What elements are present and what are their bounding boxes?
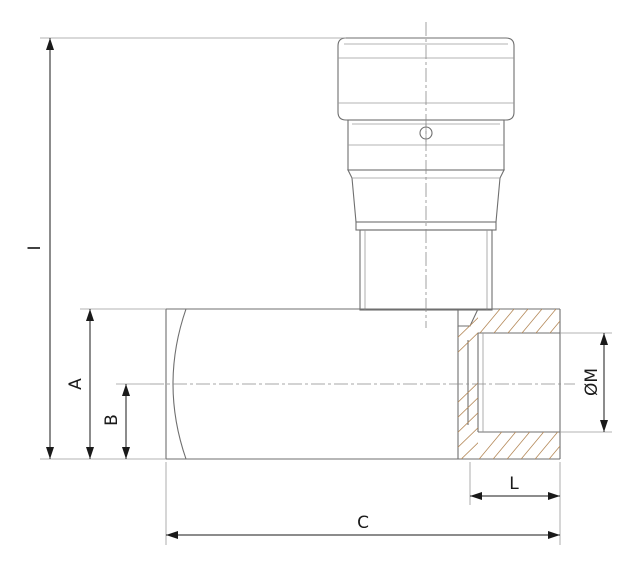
- label-l: L: [509, 474, 519, 494]
- section-hatch-top: [478, 309, 560, 333]
- label-i: I: [25, 245, 45, 250]
- dimension-m: [600, 333, 608, 432]
- center-lines: [150, 22, 575, 385]
- dimension-b: [122, 384, 130, 459]
- dimension-l: [470, 492, 560, 500]
- label-c: C: [357, 513, 369, 533]
- label-a: A: [66, 378, 86, 390]
- extension-lines: [40, 37, 612, 545]
- section-hatch-seat: [458, 309, 478, 459]
- dimension-i: [46, 38, 54, 459]
- valve-body: [165, 308, 561, 460]
- dimension-c: [166, 531, 560, 539]
- label-b: B: [102, 414, 122, 426]
- label-m: ØM: [582, 368, 602, 396]
- section-hatch-bottom: [478, 432, 560, 459]
- dimension-a: [86, 309, 94, 459]
